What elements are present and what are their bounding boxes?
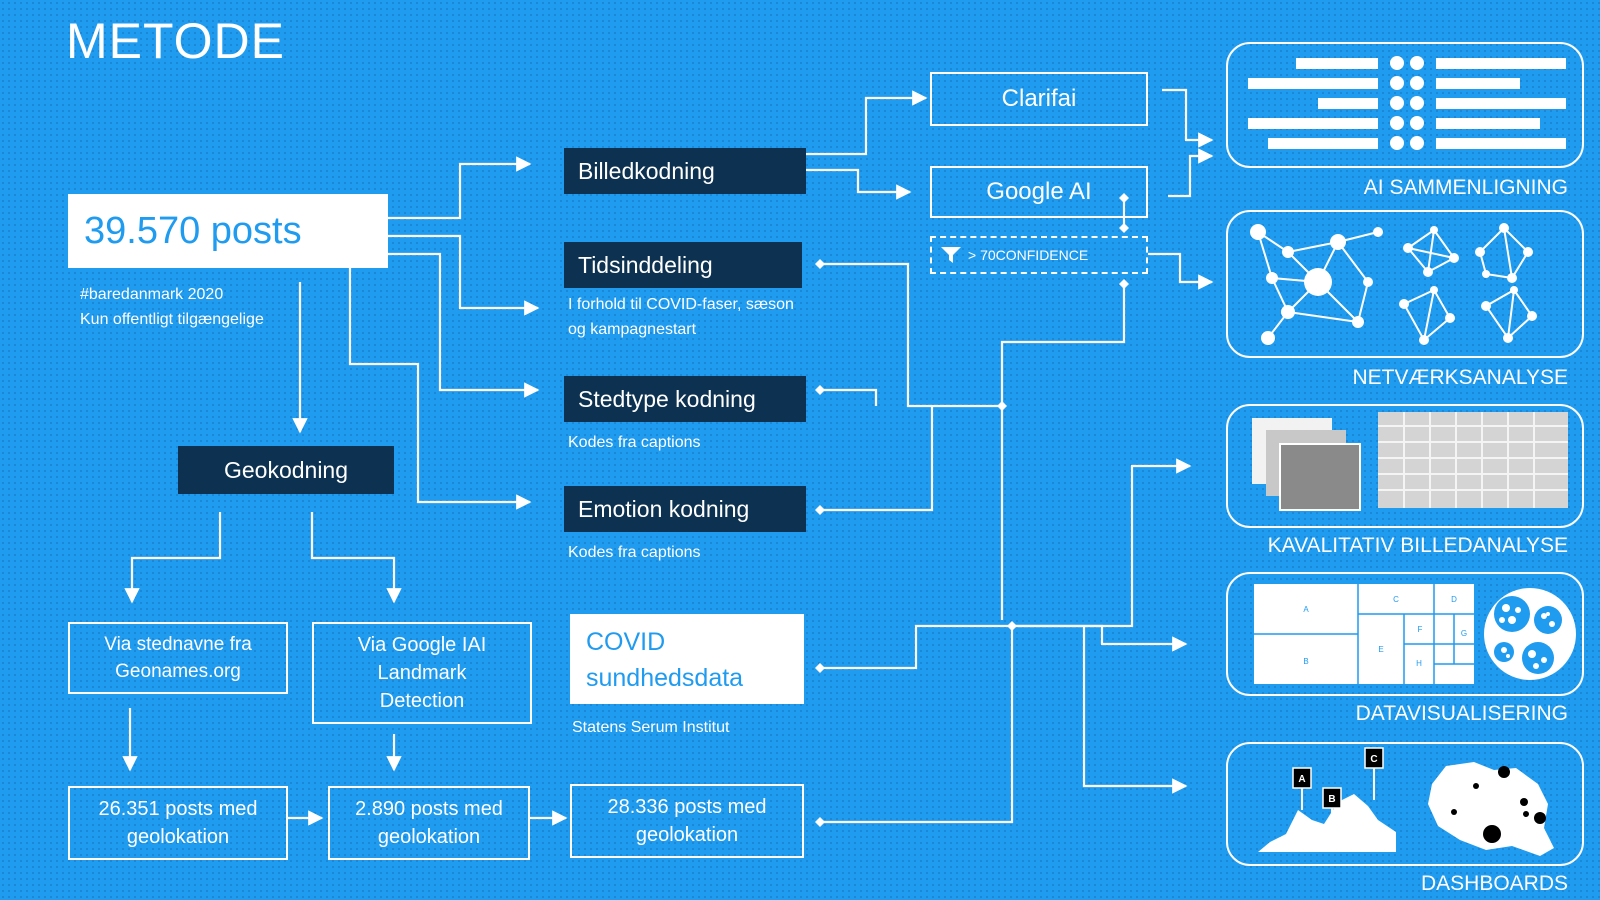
result-names-box: 26.351 posts med geolokation: [68, 786, 288, 860]
source-availability: Kun offentligt tilgængelige: [80, 311, 264, 328]
dashboard-marker-b: B: [1328, 794, 1335, 805]
analysis-label-image-analysis: KAVALITATIV BILLEDANALYSE: [1267, 534, 1568, 557]
clarifai-box: Clarifai: [930, 72, 1148, 126]
page-title: METODE: [66, 13, 285, 69]
posts-count: 39.570 posts: [84, 209, 302, 252]
image-analysis-panel: [1226, 404, 1584, 528]
google-ai-box: Google AI: [930, 166, 1148, 218]
treemap-letter-h: H: [1416, 659, 1422, 668]
posts-count-box: 39.570 posts: [68, 194, 388, 268]
emotion-coding-box: Emotion kodning: [564, 486, 806, 532]
result-google-box: 2.890 posts med geolokation: [328, 786, 530, 860]
via-google-box: Via Google IAI Landmark Detection: [312, 622, 532, 724]
confidence-filter-label: > 70CONFIDENCE: [968, 247, 1089, 263]
treemap-letter-d: D: [1451, 595, 1457, 604]
treemap-letter-g: G: [1461, 629, 1467, 638]
time-coding-note: I forhold til COVID-faser, sæson og kamp…: [568, 296, 794, 338]
funnel-icon: [941, 247, 961, 263]
emotion-coding-note: Kodes fra captions: [568, 544, 701, 561]
dashboards-panel: A B C: [1226, 742, 1584, 866]
treemap-letter-b: B: [1303, 657, 1308, 666]
time-coding-box: Tidsinddeling: [564, 242, 802, 288]
treemap-letter-a: A: [1303, 605, 1309, 614]
analysis-label-visualization: DATAVISUALISERING: [1355, 702, 1568, 725]
visualization-panel: A B C D E F G H: [1226, 572, 1584, 696]
geocoding-box: Geokodning: [178, 446, 394, 494]
network-panel: [1226, 210, 1584, 358]
dashboard-marker-c: C: [1370, 754, 1377, 765]
dashboard-icon: A B C: [1258, 747, 1554, 856]
ai-comparison-panel: [1226, 42, 1584, 168]
treemap-letter-e: E: [1378, 645, 1383, 654]
image-coding-box: Billedkodning: [564, 148, 806, 194]
place-coding-box: Stedtype kodning: [564, 376, 806, 422]
dashboard-marker-a: A: [1298, 774, 1305, 785]
analysis-label-network: NETVÆRKSANALYSE: [1352, 366, 1568, 389]
source-hashtag: #baredanmark 2020: [80, 286, 224, 303]
source-note: #baredanmark 2020 Kun offentligt tilgæng…: [80, 282, 264, 332]
covid-source: Statens Serum Institut: [572, 719, 730, 736]
treemap-letter-f: F: [1418, 625, 1423, 634]
result-total-box: 28.336 posts med geolokation: [570, 784, 804, 858]
analysis-label-ai-comparison: AI SAMMENLIGNING: [1363, 176, 1568, 199]
via-names-box: Via stednavne fra Geonames.org: [68, 622, 288, 694]
image-grid-icon: [1252, 412, 1568, 511]
covid-data-box: COVID sundhedsdata: [570, 614, 804, 704]
place-coding-note: Kodes fra captions: [568, 434, 701, 451]
network-icon: [1250, 223, 1537, 345]
confidence-filter-box: > 70CONFIDENCE: [930, 236, 1148, 274]
treemap-letter-c: C: [1393, 595, 1399, 604]
analysis-label-dashboards: DASHBOARDS: [1420, 872, 1568, 895]
treemap-icon: A B C D E F G H: [1254, 584, 1576, 684]
